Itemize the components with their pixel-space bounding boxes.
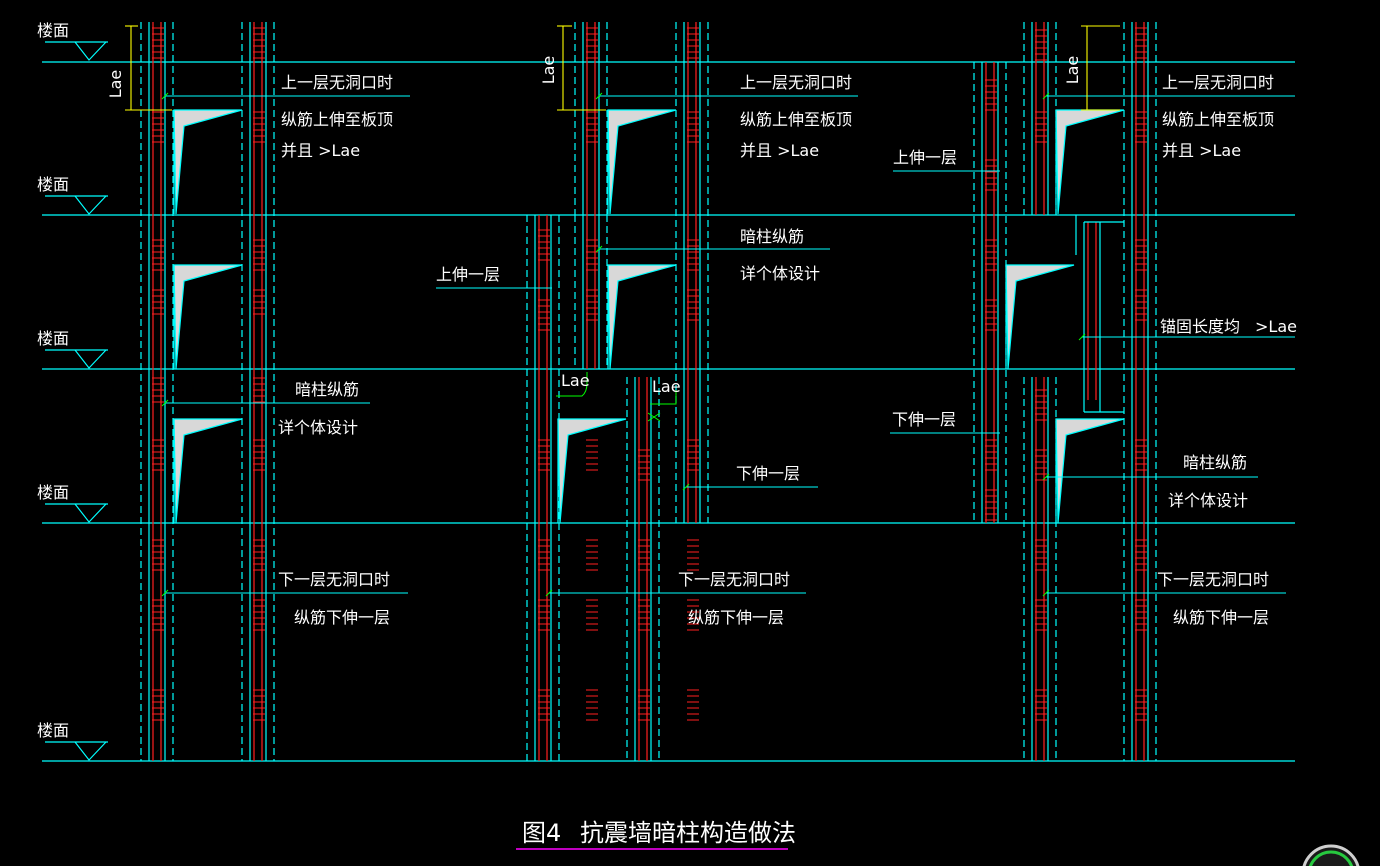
floor-label: 楼面 xyxy=(37,21,69,40)
note-lower-no-opening: 下一层无洞口时 xyxy=(278,570,390,589)
note-see-detail-design: 详个体设计 xyxy=(740,264,820,283)
note-hidden-column-rebar: 暗柱纵筋 xyxy=(295,380,359,399)
opening-section xyxy=(1055,418,1125,524)
lae-dimension-arc xyxy=(650,390,677,405)
figure-number: 图4 xyxy=(522,819,561,847)
note-rebar-extend-down: 纵筋下伸一层 xyxy=(1173,608,1269,627)
note-and-gt-lae: 并且 >Lae xyxy=(281,141,360,160)
leader-tick xyxy=(161,399,169,407)
view-cube-icon[interactable] xyxy=(1302,844,1360,866)
note-upper-no-opening: 上一层无洞口时 xyxy=(1162,73,1274,92)
opening-section xyxy=(173,264,243,370)
opening-section xyxy=(173,418,243,524)
leader-tick xyxy=(161,589,169,597)
opening-section xyxy=(607,109,677,215)
lae-dimension-tick xyxy=(647,412,661,422)
note-upper-no-opening: 上一层无洞口时 xyxy=(281,73,393,92)
leader-tick xyxy=(1078,333,1086,341)
note-rebar-extend-down: 纵筋下伸一层 xyxy=(294,608,390,627)
note-rebar-extend-to-slab: 纵筋上伸至板顶 xyxy=(1162,110,1274,129)
opening-section xyxy=(607,264,677,370)
floor-label: 楼面 xyxy=(37,329,69,348)
note-see-detail-design: 详个体设计 xyxy=(1168,491,1248,510)
leader-tick xyxy=(161,92,169,100)
note-hidden-column-rebar: 暗柱纵筋 xyxy=(1183,453,1247,472)
note-lower-no-opening: 下一层无洞口时 xyxy=(1157,570,1269,589)
opening-section xyxy=(1055,109,1125,215)
leader-tick xyxy=(1042,92,1050,100)
leader-tick xyxy=(595,92,603,100)
lae-dimension-label: Lae xyxy=(106,70,125,99)
opening-section xyxy=(557,418,627,524)
figure-title: 抗震墙暗柱构造做法 xyxy=(580,819,796,847)
note-hidden-column-rebar: 暗柱纵筋 xyxy=(740,227,804,246)
note-rebar-extend-to-slab: 纵筋上伸至板顶 xyxy=(740,110,852,129)
view-cube-ring xyxy=(1308,850,1354,866)
note-lower-no-opening: 下一层无洞口时 xyxy=(678,570,790,589)
lae-small-label: Lae xyxy=(652,377,681,396)
level-marker-triangle xyxy=(74,195,107,215)
drawing-geometry xyxy=(42,22,1295,762)
note-extend-down-one-floor: 下伸一层 xyxy=(892,410,956,429)
note-anchor-length: 锚固长度均 xyxy=(1160,317,1240,336)
leader-tick xyxy=(595,245,603,253)
level-marker-triangle xyxy=(74,741,107,761)
opening-section xyxy=(173,109,243,215)
note-see-detail-design: 详个体设计 xyxy=(278,418,358,437)
leader-tick xyxy=(1042,473,1050,481)
note-extend-up-one-floor: 上伸一层 xyxy=(893,148,957,167)
note-extend-down-one-floor: 下伸一层 xyxy=(736,464,800,483)
lae-dimension-arc xyxy=(556,372,588,397)
floor-label: 楼面 xyxy=(37,175,69,194)
note-extend-up-one-floor: 上伸一层 xyxy=(436,265,500,284)
floor-label: 楼面 xyxy=(37,721,69,740)
note-rebar-extend-to-slab: 纵筋上伸至板顶 xyxy=(281,110,393,129)
note-anchor-gt-lae: >Lae xyxy=(1255,317,1297,336)
note-and-gt-lae: 并且 >Lae xyxy=(1162,141,1241,160)
lae-dimension-label: Lae xyxy=(1063,56,1082,85)
lae-small-label: Lae xyxy=(561,371,590,390)
level-marker-triangle xyxy=(74,503,107,523)
leader-tick xyxy=(545,589,553,597)
lae-dimension-label: Lae xyxy=(539,56,558,85)
level-marker-triangle xyxy=(74,41,107,61)
note-upper-no-opening: 上一层无洞口时 xyxy=(740,73,852,92)
leader-tick xyxy=(1042,589,1050,597)
floor-label: 楼面 xyxy=(37,483,69,502)
note-and-gt-lae: 并且 >Lae xyxy=(740,141,819,160)
leader-tick xyxy=(682,483,690,491)
opening-section xyxy=(1005,264,1075,370)
note-rebar-extend-down: 纵筋下伸一层 xyxy=(688,608,784,627)
level-marker-triangle xyxy=(74,349,107,369)
